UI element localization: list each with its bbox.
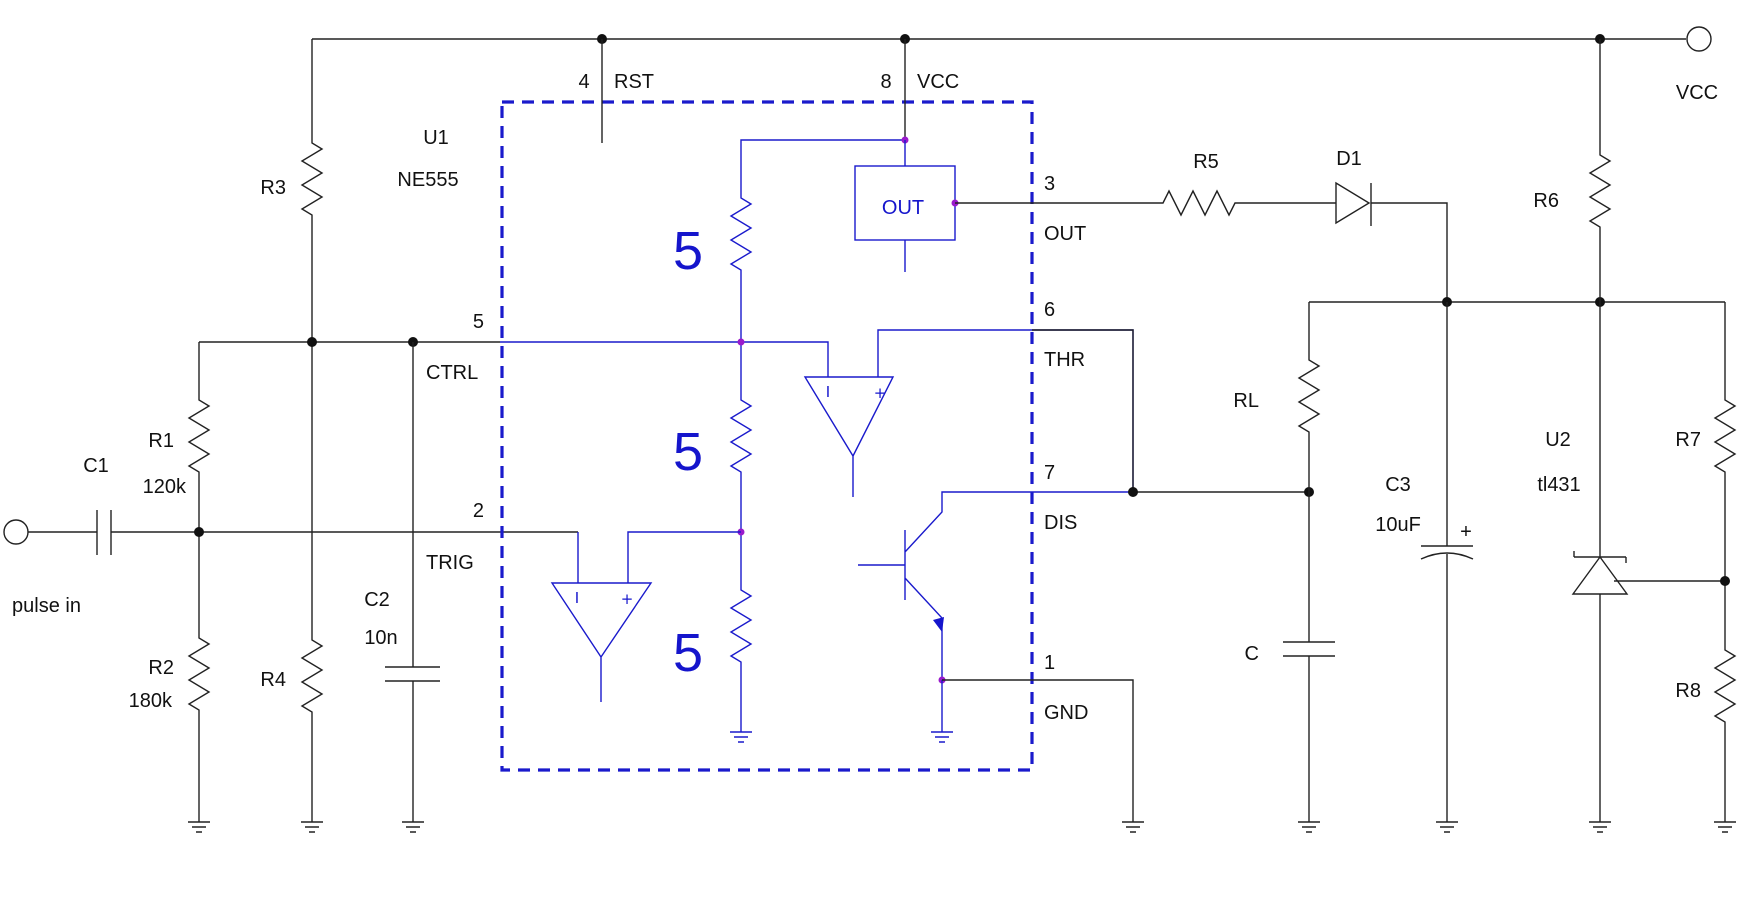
u2-part: tl431 bbox=[1537, 474, 1580, 496]
resistor-r8 bbox=[1713, 581, 1737, 822]
gnd-pin-name: GND bbox=[1044, 702, 1088, 724]
c3-polarity: + bbox=[1460, 521, 1472, 543]
ground-icon bbox=[1122, 821, 1144, 833]
out-pin-name: OUT bbox=[1044, 223, 1086, 245]
trig-ref-wire bbox=[627, 531, 741, 583]
vcc-pin-name: VCC bbox=[917, 71, 959, 93]
ground-icon bbox=[730, 731, 752, 743]
vcc-port-label: VCC bbox=[1676, 82, 1718, 104]
divider-resistor-top bbox=[729, 139, 905, 342]
c2-label: C2 bbox=[364, 589, 390, 611]
rl-label: RL bbox=[1233, 390, 1259, 412]
r4-label: R4 bbox=[260, 669, 286, 691]
resistor-r4 bbox=[300, 342, 324, 822]
resistor-r7 bbox=[1713, 302, 1737, 581]
r3-label: R3 bbox=[260, 177, 286, 199]
junction bbox=[194, 527, 204, 537]
divider-value-mid: 5 bbox=[673, 422, 703, 482]
divider-value-bottom: 5 bbox=[673, 623, 703, 683]
resistor-r1 bbox=[187, 342, 211, 532]
r1-value: 120k bbox=[143, 476, 187, 498]
rst-pin-name: RST bbox=[614, 71, 654, 93]
c3-label: C3 bbox=[1385, 474, 1411, 496]
c1-label: C1 bbox=[83, 455, 109, 477]
ctrl-pin-name: CTRL bbox=[426, 362, 478, 384]
comparator-minus: I bbox=[575, 589, 579, 607]
comparator-minus: I bbox=[826, 383, 830, 401]
ctrl-internal-wire bbox=[500, 341, 829, 377]
ground-icon bbox=[1436, 821, 1458, 833]
r2-value: 180k bbox=[129, 690, 173, 712]
resistor-rl bbox=[1297, 302, 1321, 492]
r6-label: R6 bbox=[1533, 190, 1559, 212]
trig-pin-name: TRIG bbox=[426, 552, 474, 574]
ground-icon bbox=[188, 821, 210, 833]
vcc-pin-number: 8 bbox=[880, 71, 891, 93]
gnd-wire bbox=[942, 679, 1134, 822]
divider-resistor-mid bbox=[729, 342, 753, 532]
discharge-transistor-icon bbox=[858, 491, 1133, 680]
dis-pin-number: 7 bbox=[1044, 462, 1055, 484]
thr-pin-name: THR bbox=[1044, 349, 1085, 371]
resistor-r6 bbox=[1588, 39, 1612, 302]
ground-icon bbox=[402, 821, 424, 833]
r5-label: R5 bbox=[1193, 151, 1219, 173]
capacitor-c2 bbox=[385, 342, 440, 822]
ground-icon bbox=[301, 821, 323, 833]
out-pin-number: 3 bbox=[1044, 173, 1055, 195]
r8-label: R8 bbox=[1675, 680, 1701, 702]
thr-wire bbox=[1032, 329, 1134, 492]
divider-resistor-bottom bbox=[729, 532, 753, 732]
junction bbox=[1720, 576, 1730, 586]
ne555-outline bbox=[500, 100, 1034, 772]
vcc-terminal-icon bbox=[1686, 26, 1712, 52]
ground-icon bbox=[1589, 821, 1611, 833]
comparator-plus: + bbox=[621, 590, 634, 608]
u1-ref: U1 bbox=[423, 127, 449, 149]
input-port-label: pulse in bbox=[12, 595, 81, 617]
ground-icon bbox=[931, 731, 953, 743]
capacitor-c1 bbox=[28, 510, 578, 555]
junction bbox=[307, 337, 317, 347]
r2-label: R2 bbox=[148, 657, 174, 679]
r7-label: R7 bbox=[1675, 429, 1701, 451]
thr-pin-number: 6 bbox=[1044, 299, 1055, 321]
ground-icon bbox=[1714, 821, 1736, 833]
dis-pin-name: DIS bbox=[1044, 512, 1077, 534]
input-terminal-icon bbox=[3, 519, 29, 545]
output-stage-label: OUT bbox=[882, 197, 924, 219]
trig-pin-number: 2 bbox=[473, 500, 484, 522]
shunt-regulator-u2-icon bbox=[1571, 302, 1725, 822]
junction bbox=[1128, 487, 1138, 497]
c3-value: 10uF bbox=[1375, 514, 1421, 536]
resistor-r2 bbox=[187, 532, 211, 822]
capacitor-c bbox=[1283, 492, 1335, 822]
capacitor-c3-curve bbox=[1420, 552, 1474, 822]
ground-icon bbox=[1298, 821, 1320, 833]
ctrl-pin-number: 5 bbox=[473, 311, 484, 333]
gnd-pin-number: 1 bbox=[1044, 652, 1055, 674]
u2-ref: U2 bbox=[1545, 429, 1571, 451]
divider-value-top: 5 bbox=[673, 221, 703, 281]
d1-label: D1 bbox=[1336, 148, 1362, 170]
internal-junction bbox=[737, 338, 745, 346]
u1-part: NE555 bbox=[397, 169, 458, 191]
c2-value: 10n bbox=[364, 627, 397, 649]
r1-label: R1 bbox=[148, 430, 174, 452]
c-label: C bbox=[1245, 643, 1259, 665]
diode-d1-icon bbox=[1333, 181, 1448, 302]
vcc-rail bbox=[312, 26, 1712, 52]
thr-internal-wire bbox=[877, 329, 1134, 492]
resistor-r3 bbox=[300, 39, 324, 342]
trigger-comparator bbox=[550, 582, 653, 702]
threshold-comparator bbox=[803, 376, 895, 497]
capacitor-c3 bbox=[1421, 302, 1473, 547]
comparator-plus: + bbox=[874, 384, 887, 402]
resistor-r5 bbox=[955, 189, 1333, 217]
rst-pin-number: 4 bbox=[578, 71, 589, 93]
